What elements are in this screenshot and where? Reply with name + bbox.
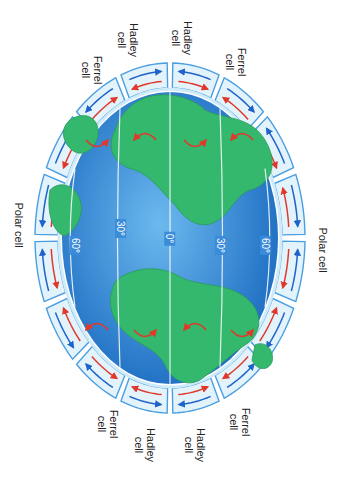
wind-arrow [184, 324, 206, 331]
latitude-label: 60° [260, 235, 271, 254]
cell-label: Ferrel cell [96, 402, 120, 446]
cell-label: Ferrel cell [228, 400, 252, 444]
upper-flow-arrow [227, 89, 254, 112]
surface-flow-arrow [178, 81, 207, 89]
upper-flow-arrow [129, 71, 161, 79]
globe [62, 92, 278, 384]
upper-flow-arrow [267, 313, 285, 348]
cell-label: Hadley cell [133, 423, 157, 467]
upper-flow-arrow [179, 396, 211, 404]
cell-label: Ferrel cell [80, 48, 104, 92]
surface-flow-arrow [283, 249, 289, 288]
upper-flow-arrow [42, 250, 48, 291]
cell-label: Polar cell [12, 202, 24, 247]
surface-flow-arrow [132, 387, 161, 395]
continents [49, 95, 273, 383]
wind-arrows [86, 134, 253, 337]
upper-flow-arrow [129, 396, 161, 404]
upper-flow-arrow [291, 185, 297, 226]
cell-label: Polar cell [316, 227, 328, 272]
upper-flow-arrow [291, 250, 297, 291]
wind-arrow [184, 140, 206, 147]
upper-flow-arrow [227, 364, 254, 387]
latitude-label: 0° [164, 231, 175, 245]
atmosphere-halo [59, 89, 281, 387]
wind-arrow [134, 330, 156, 337]
surface-flow-arrow [51, 249, 57, 288]
latitude-label: 30° [215, 235, 226, 254]
circulation-ring [35, 63, 305, 413]
wind-arrow [134, 134, 156, 141]
surface-flow-arrow [178, 387, 207, 395]
latitude-label: 60° [70, 235, 81, 254]
cell-label: Hadley cell [183, 423, 207, 467]
wind-arrow [231, 134, 253, 141]
upper-flow-arrow [86, 364, 113, 387]
upper-flow-arrow [55, 313, 73, 348]
latitude-lines [70, 92, 270, 384]
wind-arrow [86, 140, 108, 147]
cell-label: Ferrel cell [224, 40, 248, 84]
wind-arrow [86, 324, 108, 331]
surface-flow-arrow [283, 188, 289, 227]
upper-flow-arrow [42, 185, 48, 226]
latitude-label: 30° [115, 218, 126, 237]
upper-flow-arrow [86, 89, 113, 112]
surface-flow-arrow [132, 81, 161, 89]
wind-arrow [231, 330, 253, 337]
upper-flow-arrow [179, 71, 211, 79]
cell-label: Hadley cell [170, 16, 194, 60]
cell-label: Hadley cell [116, 18, 140, 62]
